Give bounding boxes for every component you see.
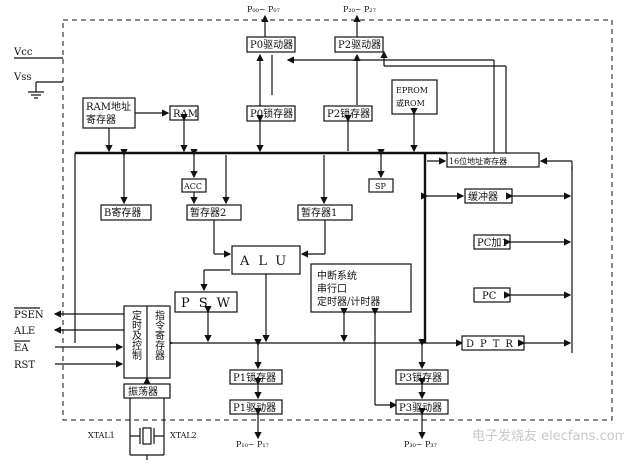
p1-port-label: P₁₀~ P₁₇ <box>236 440 269 449</box>
alu-block <box>231 245 301 275</box>
pc-inc-label: PC加1 <box>477 237 508 249</box>
periph-label-3: 定时器/计时器 <box>317 295 380 308</box>
ground-icon <box>28 91 44 99</box>
ea-label: EA <box>14 343 29 354</box>
p2-latch-label: P2锁存器 <box>327 107 370 120</box>
acc-label: ACC <box>183 182 202 191</box>
eprom-label-2: 或ROM <box>396 98 425 108</box>
ram-addr-reg-label-1: RAM地址 <box>86 100 131 113</box>
p3-port-label: P₃₀~ P₃₇ <box>404 440 437 449</box>
peripheral-block <box>310 263 412 313</box>
alu-label: ALU <box>239 254 295 269</box>
dptr-label: DPTR <box>466 339 519 350</box>
chip-boundary <box>62 19 613 421</box>
b-reg-block <box>100 204 152 221</box>
buffer-label: 缓冲器 <box>468 190 498 203</box>
p0-port-label: P₀₀~ P₀₇ <box>247 5 280 14</box>
p2-driver-label: P2驱动器 <box>338 39 381 51</box>
ram-label: RAM <box>173 109 198 120</box>
rst-label: RST <box>14 360 35 371</box>
timing-ctrl-label: 定时及控制 <box>130 309 142 360</box>
tmp1-label: 暂存器1 <box>301 206 337 219</box>
xtal2-label: XTAL2 <box>170 431 197 440</box>
periph-label-2: 串行口 <box>317 282 347 295</box>
eprom-label-1: EPROM <box>396 86 428 95</box>
p1-latch-label: P1锁存器 <box>233 371 276 384</box>
vcc-label: Vcc <box>13 47 33 58</box>
p0-driver-block <box>246 36 296 53</box>
crystal-icon <box>139 427 155 445</box>
sp-block <box>368 178 394 193</box>
ram-addr-reg-label-2: 寄存器 <box>86 113 116 126</box>
addr16-reg-block <box>446 152 540 168</box>
b-reg-label: B寄存器 <box>104 206 141 219</box>
periph-label-1: 中断系统 <box>317 269 357 282</box>
p0-latch-label: P0锁存器 <box>250 107 293 120</box>
p0-driver-label: P0驱动器 <box>250 39 293 51</box>
vss-label: Vss <box>13 72 32 83</box>
pc-label: PC <box>482 291 497 302</box>
xtal1-label: XTAL1 <box>88 431 115 440</box>
p1-driver-label: P1驱动器 <box>233 402 276 414</box>
p3-latch-label: P3锁存器 <box>399 371 442 384</box>
instr-reg-label: 指令寄存器 <box>153 309 165 361</box>
ram-addr-reg-block <box>82 97 136 129</box>
sp-label: SP <box>375 182 386 191</box>
p2-driver-block <box>334 36 384 53</box>
ale-label: ALE <box>13 326 35 337</box>
psen-label: PSEN <box>14 310 44 321</box>
addr16-reg-label: 16位地址寄存器 <box>449 156 507 166</box>
p2-port-label: P₂₀~ P₂₇ <box>343 5 376 14</box>
watermark-text: 电子发烧友 elecfans.com <box>472 428 624 444</box>
oscillator-label: 振荡器 <box>128 385 158 398</box>
tmp2-label: 暂存器2 <box>190 206 226 219</box>
p3-driver-label: P3驱动器 <box>399 402 442 414</box>
psw-label: PSW <box>181 296 239 311</box>
